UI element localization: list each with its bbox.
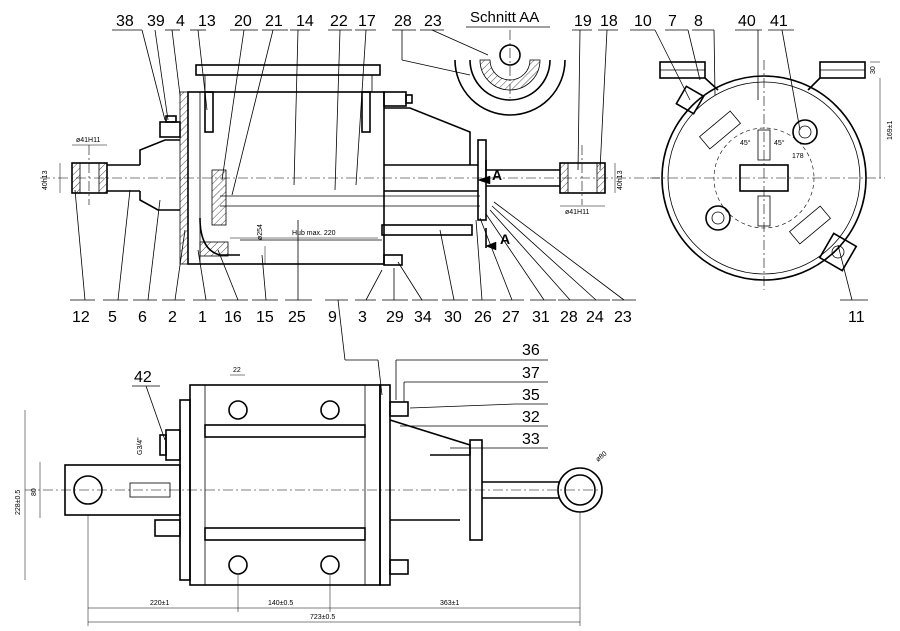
callout-20: 20 [234,13,252,30]
bolt-circle-dim: 178 [792,153,804,160]
right-width-dim: 40h13 [617,170,624,190]
callout-11: 11 [848,309,865,326]
left-width-dim: 40h13 [42,170,49,190]
callout-15: 15 [256,309,274,326]
view-height-dim: 169±1 [887,120,894,140]
right-len-dim: 363±1 [440,600,460,607]
callouts-bottom: 12 5 6 2 1 16 15 25 9 3 29 34 30 26 27 31 28 24 23 11 [72,309,865,326]
callout-23: 23 [424,13,442,30]
eye-dia-dim: ø80 [595,450,609,463]
callout-35: 35 [522,387,540,404]
callout-29: 29 [386,309,404,326]
callout-37: 37 [522,365,540,382]
callout-41: 41 [770,13,788,30]
callout-42: 42 [134,369,152,386]
callout-23: 23 [614,309,632,326]
right-bore-dim: ø41H11 [565,209,589,216]
section-title: Schnitt AA [470,9,539,26]
angle-b-dim: 45° [774,139,785,147]
callout-39: 39 [147,13,165,30]
left-len-dim: 220±1 [150,600,170,607]
hole-pitch-dim: 22 [233,367,241,374]
callout-25: 25 [288,309,306,326]
thread-dim: G3/4" [137,437,144,455]
inner-dia-dim: ø254 [257,224,264,240]
callout-31: 31 [532,309,550,326]
callout-26: 26 [474,309,492,326]
callout-27: 27 [502,309,520,326]
callout-9: 9 [328,309,337,326]
callout-2: 2 [168,309,177,326]
lug-width-dim: 80 [31,488,38,496]
callout-21: 21 [265,13,283,30]
end-view [650,60,885,290]
callout-34: 34 [414,309,432,326]
callout-12: 12 [72,309,90,326]
side-view-dims: 22 G3/4" 80 228±0.5 ø80 220±1 140±0.5 36… [15,367,609,626]
callout-5: 5 [108,309,117,326]
total-len-dim: 723±0.5 [310,614,335,621]
top-callout-lines [112,29,801,196]
spring-coils [220,195,480,207]
lug-height-dim: 30 [870,66,877,74]
mid-len-dim: 140±0.5 [268,600,293,607]
section-marker-upper: A [492,167,502,183]
callout-16: 16 [224,309,242,326]
stroke-dim: Hub max. 220 [292,230,336,237]
callout-28: 28 [394,13,412,30]
callout-30: 30 [444,309,462,326]
callout-3: 3 [358,309,367,326]
callout-22: 22 [330,13,348,30]
section-marker-lower: A [500,231,510,247]
callout-6: 6 [138,309,147,326]
callout-17: 17 [358,13,376,30]
callout-24: 24 [586,309,604,326]
section-view [40,64,660,266]
callout-38: 38 [116,13,134,30]
callout-4: 4 [176,13,185,30]
callout-18: 18 [600,13,618,30]
view2-callout-lines [132,359,548,449]
callout-10: 10 [634,13,652,30]
side-view [25,384,603,586]
callouts-view2: 42 36 37 35 32 33 [134,342,540,448]
bottom-callout-lines [70,189,868,396]
callout-8: 8 [694,13,703,30]
callout-13: 13 [198,13,216,30]
section-dims: ø41H11 40h13 ø41H11 40h13 Hub max. 220 ø… [42,137,624,247]
callout-1: 1 [198,309,207,326]
callout-36: 36 [522,342,540,359]
callout-19: 19 [574,13,592,30]
callout-7: 7 [668,13,677,30]
section-aa-view: Schnitt AA [454,9,566,116]
end-view-dims: 45° 45° 178 169±1 30 [740,66,894,160]
callout-28: 28 [560,309,578,326]
overall-height-dim: 228±0.5 [15,490,22,515]
angle-a-dim: 45° [740,139,751,147]
callout-40: 40 [738,13,756,30]
callout-14: 14 [296,13,314,30]
callout-32: 32 [522,409,540,426]
callout-33: 33 [522,431,540,448]
left-bore-dim: ø41H11 [76,137,100,144]
